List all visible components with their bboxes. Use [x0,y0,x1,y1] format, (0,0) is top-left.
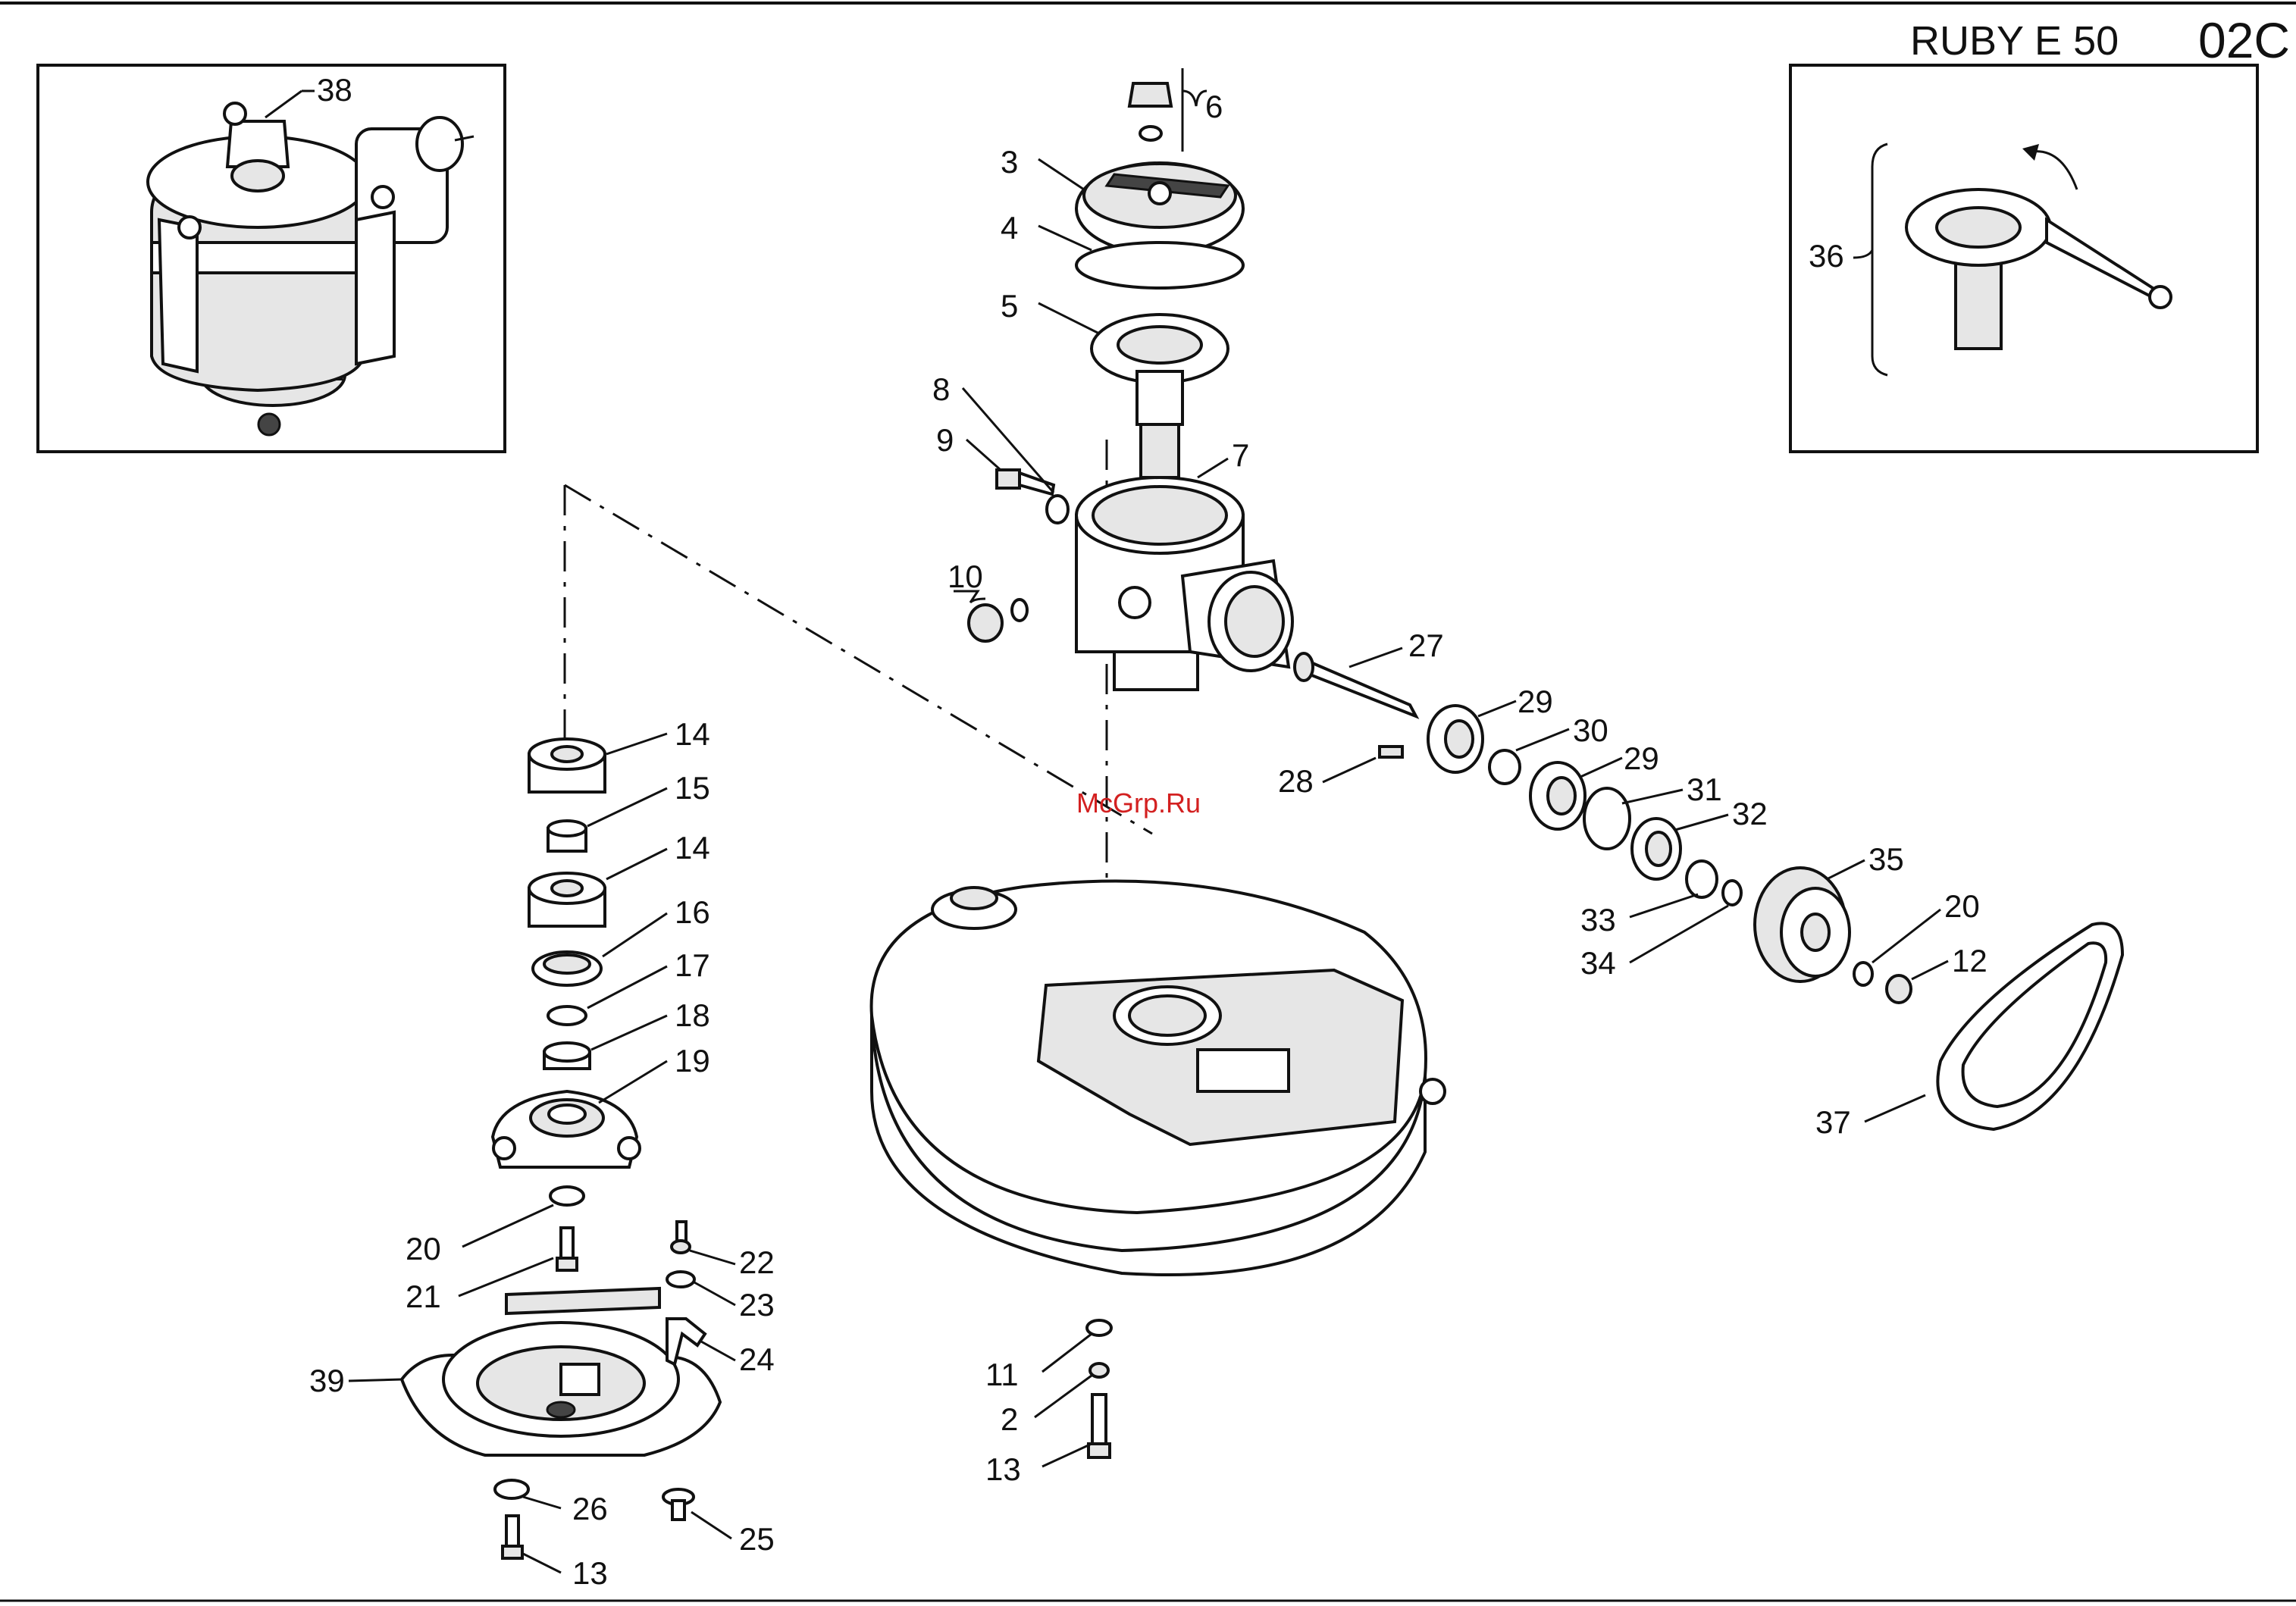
inset-gearbox-assembly [38,65,505,452]
callout-20-left: 20 [406,1231,441,1266]
callout-25: 25 [739,1521,775,1557]
part-housing-7 [1076,477,1292,690]
callout-38: 38 [317,72,352,108]
part-washer-11 [1087,1320,1111,1335]
callout-27: 27 [1408,628,1444,663]
part-key-28 [1380,747,1402,757]
callout-31: 31 [1687,772,1722,807]
inset-frame-right [1790,65,2257,452]
part-bolt-13-left [503,1516,522,1558]
callout-20-right: 20 [1944,888,1980,924]
part-lockwasher-2 [1090,1363,1108,1377]
part-pulley-35 [1755,868,1850,981]
part-cover-3 [1076,163,1243,254]
callout-35: 35 [1868,841,1904,877]
callout-13-center: 13 [985,1451,1021,1487]
callout-9: 9 [936,422,954,458]
callout-29-top: 29 [1518,684,1553,719]
part-bearing-18 [544,1043,590,1069]
part-washer-20-right [1854,963,1872,985]
part-bearing-29-inner [1530,762,1585,829]
callout-34: 34 [1580,945,1616,981]
callout-24: 24 [739,1341,775,1377]
part-gear-5 [1092,315,1228,477]
callout-26: 26 [572,1491,608,1526]
part-cap-6 [1129,83,1171,140]
callout-13-left: 13 [572,1555,608,1591]
part-circlip-31 [1584,788,1630,849]
part-bolt-13-center [1088,1395,1110,1457]
part-bolt-21 [557,1228,577,1270]
callout-14-top: 14 [675,716,710,752]
callout-21: 21 [406,1279,441,1314]
part-nut-36 [1887,975,1911,1003]
callout-8: 8 [932,371,950,407]
part-spring-24 [667,1319,705,1364]
callout-36: 12 [1952,943,1987,978]
part-blade-holder-39 [402,1288,720,1455]
callout-39: 39 [309,1363,345,1398]
callout-29-bottom: 29 [1624,740,1659,776]
callout-19: 19 [675,1043,710,1078]
part-spacer-15 [548,821,586,851]
callout-32: 32 [1732,796,1768,831]
callout-12: 37 [1815,1104,1851,1140]
watermark-text: McGrp.Ru [1076,787,1201,819]
callout-11: 11 [985,1357,1019,1392]
part-gasket-4 [1076,243,1243,288]
callout-22: 22 [739,1244,775,1280]
part-rivet-25 [663,1489,694,1520]
part-ring-17 [548,1006,586,1025]
callout-30: 30 [1573,712,1608,748]
part-washer-34 [1723,881,1741,905]
callout-7: 7 [1232,437,1249,473]
callout-15: 15 [675,770,710,806]
page-code: 02C [2198,12,2290,68]
part-spacer-30 [1489,750,1520,784]
part-hub-19 [493,1091,640,1167]
callout-10: 10 [948,559,983,594]
part-washer-23 [667,1272,694,1287]
callout-28: 28 [1278,763,1314,799]
callout-6: 6 [1205,89,1223,124]
callout-5: 5 [1001,288,1018,324]
part-bushing-33 [1687,861,1717,897]
part-washer-20-left [550,1187,584,1205]
mower-deck [872,881,1445,1276]
part-bearing-29-outer [1428,706,1483,772]
callout-23: 23 [739,1287,775,1323]
callout-37: 36 [1809,238,1844,274]
part-bearing-14-bottom [529,873,605,926]
callout-18: 18 [675,997,710,1033]
callout-17: 17 [675,947,710,983]
callout-33: 33 [1580,902,1616,938]
callout-16: 16 [675,894,710,930]
part-shaft-27 [1295,653,1416,716]
part-bearing-14-top [529,739,605,792]
part-plug-10 [969,600,1027,641]
callout-3: 3 [1001,144,1018,180]
callout-2: 2 [1001,1401,1018,1437]
callout-14-bottom: 14 [675,830,710,866]
assembly-guide-diagonal [565,485,1152,834]
part-ring-32 [1632,819,1680,879]
callout-4: 4 [1001,210,1018,246]
part-washer-26 [495,1480,528,1498]
model-title: RUBY E 50 [1910,18,2119,64]
part-seal-16 [533,952,601,985]
inset-shaft-assembly: 36 [1790,65,2257,452]
part-washer-8 [1047,496,1068,523]
